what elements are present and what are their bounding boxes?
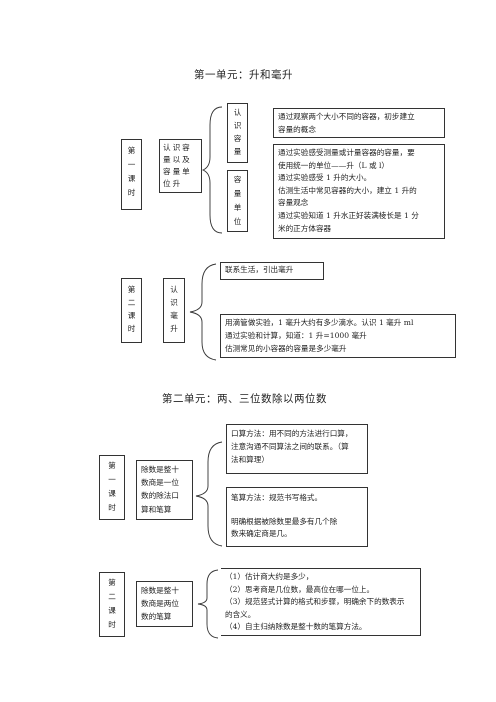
unit1-lesson2-label: 第 二 课 时 <box>121 278 142 343</box>
unit2-lesson2-brace <box>197 569 219 639</box>
unit1-sub2-box: 容 量 单 位 <box>227 170 248 232</box>
unit2-lesson2-label: 第 二 课 时 <box>99 572 125 637</box>
unit1-title: 第一单元：升和毫升 <box>194 69 293 81</box>
unit1-lesson1-label: 第 一 课 时 <box>121 139 142 210</box>
unit2-lesson2-steps: （1）估计商大约是多少， （2）思考商是几位数，最高位在哪一位上。 （3）规范竖… <box>221 568 421 636</box>
unit1-lesson2-topic: 认 识 毫 升 <box>163 278 185 343</box>
unit1-sub2-desc: 通过实验感受测量或计量容器的容量，要 使用统一的单位——升（L 或 l） 通过实… <box>273 144 445 239</box>
unit2-lesson1-label: 第 一 课 时 <box>99 455 125 520</box>
unit2-written-method: 笔算方法：规范书写格式。 明确根据被除数里最多有几个除 数来确定商是几。 <box>226 487 368 547</box>
unit1-lesson2-brace <box>189 263 217 361</box>
unit2-title: 第二单元：两、三位数除以两位数 <box>162 393 327 405</box>
unit2-oral-method: 口算方法：用不同的方法进行口算， 注意沟通不同算法之间的联系。（算 法和算理） <box>226 424 368 474</box>
unit1-sub1-desc: 通过观察两个大小不同的容器，初步建立 容量的概念 <box>273 108 445 138</box>
unit1-lesson2-item2: 用滴管做实验，1 毫升大约有多少滴水。认识 1 毫升 ml 通过实验和计算，知道… <box>220 314 456 358</box>
unit2-lesson2-topic: 除数是整十 数商是两位 数的笔算 <box>136 581 193 627</box>
unit1-lesson1-brace <box>201 106 223 234</box>
unit1-lesson1-topic: 认识容 量以及 容量单 位升 <box>159 139 202 193</box>
unit2-lesson1-brace <box>195 441 223 547</box>
unit2-lesson1-topic: 除数是整十 数商是一位 数的除法口 算和笔算 <box>136 460 193 520</box>
unit1-sub1-box: 认 识 容 量 <box>227 103 248 163</box>
unit1-lesson2-item1: 联系生活，引出毫升 <box>220 262 324 280</box>
